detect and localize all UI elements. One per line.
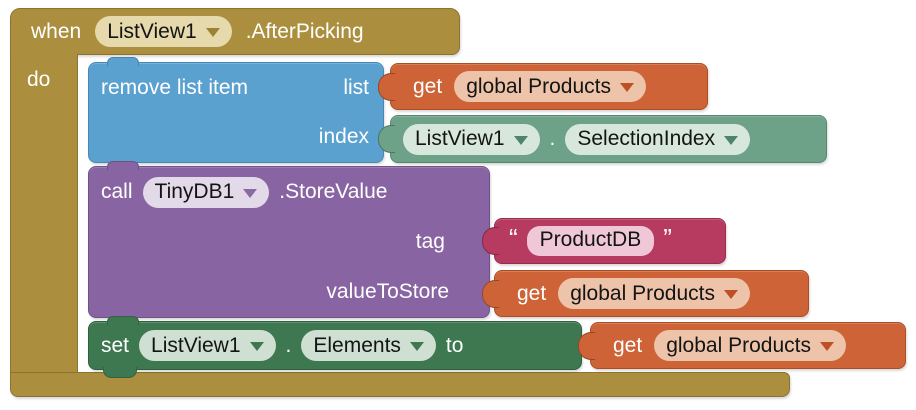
- when-event-block-header[interactable]: when ListView1 .AfterPicking: [10, 8, 460, 55]
- socket-plug: [578, 331, 595, 360]
- to-label: to: [445, 333, 464, 357]
- bottom-stack-tab: [103, 367, 137, 378]
- get-variable-block[interactable]: get global Products: [378, 63, 708, 110]
- dot-label: .: [285, 333, 292, 357]
- call-label: call: [101, 180, 133, 203]
- variable-name: global Products: [666, 333, 811, 357]
- method-name-label: .StoreValue: [279, 180, 388, 203]
- event-component-name: ListView1: [107, 19, 197, 43]
- top-notch-bump: [107, 57, 139, 66]
- event-component-dropdown[interactable]: ListView1: [95, 16, 232, 47]
- close-quote: ”: [663, 223, 672, 253]
- tag-socket-label: tag: [415, 230, 445, 253]
- set-label: set: [101, 333, 130, 357]
- variable-dropdown[interactable]: global Products: [454, 71, 646, 102]
- variable-dropdown[interactable]: global Products: [558, 278, 750, 309]
- dropdown-arrow-icon: [819, 342, 834, 351]
- get-label: get: [413, 74, 443, 98]
- dropdown-arrow-icon: [205, 28, 220, 37]
- getter-component-dropdown[interactable]: ListView1: [403, 123, 540, 155]
- when-event-block-footer[interactable]: [10, 372, 790, 397]
- dropdown-arrow-icon: [619, 83, 634, 92]
- method-component-dropdown[interactable]: TinyDB1: [142, 176, 270, 208]
- variable-dropdown[interactable]: global Products: [654, 330, 846, 361]
- call-storevalue-block[interactable]: call TinyDB1 .StoreValue tag valueToStor…: [88, 161, 490, 318]
- dropdown-arrow-icon: [409, 342, 424, 351]
- do-label: do: [27, 68, 51, 91]
- get-label: get: [613, 333, 643, 357]
- method-component-name: TinyDB1: [154, 180, 235, 203]
- dropdown-arrow-icon: [513, 135, 528, 145]
- getter-property-name: SelectionIndex: [577, 127, 716, 150]
- get-label: get: [517, 281, 547, 305]
- index-socket-label: index: [318, 125, 369, 149]
- setter-component-name: ListView1: [151, 333, 241, 357]
- getter-component-name: ListView1: [415, 127, 505, 150]
- dropdown-arrow-icon: [724, 135, 739, 145]
- get-variable-block[interactable]: get global Products: [578, 322, 906, 369]
- dropdown-arrow-icon: [249, 342, 264, 351]
- setter-component-dropdown[interactable]: ListView1: [139, 330, 276, 361]
- get-variable-block[interactable]: get global Products: [482, 270, 809, 317]
- top-notch-bump: [107, 316, 139, 325]
- variable-name: global Products: [570, 281, 715, 305]
- open-quote: “: [509, 223, 518, 253]
- socket-plug: [482, 279, 499, 308]
- dropdown-arrow-icon: [243, 188, 258, 198]
- socket-plug: [482, 227, 499, 255]
- text-string-block[interactable]: “ ProductDB ”: [482, 218, 726, 264]
- top-notch-bump: [107, 161, 139, 170]
- remove-list-item-label: remove list item: [101, 75, 249, 99]
- socket-plug: [378, 72, 395, 101]
- set-elements-block[interactable]: set ListView1 . Elements to: [88, 316, 582, 378]
- event-name-label: .AfterPicking: [245, 19, 364, 43]
- when-label: when: [31, 19, 82, 43]
- socket-plug: [378, 125, 395, 153]
- dropdown-arrow-icon: [723, 290, 738, 299]
- setter-property-name: Elements: [313, 333, 401, 357]
- component-property-getter-block[interactable]: ListView1 . SelectionIndex: [378, 115, 827, 163]
- getter-property-dropdown[interactable]: SelectionIndex: [565, 123, 751, 155]
- valuetostore-socket-label: valueToStore: [326, 280, 449, 303]
- dot-label: .: [549, 127, 556, 150]
- text-string-input[interactable]: ProductDB: [526, 226, 655, 256]
- variable-name: global Products: [466, 74, 611, 98]
- list-socket-label: list: [343, 75, 369, 99]
- setter-property-dropdown[interactable]: Elements: [301, 330, 436, 361]
- when-event-block-body[interactable]: do: [10, 54, 78, 373]
- remove-list-item-block[interactable]: remove list item list index: [88, 57, 384, 163]
